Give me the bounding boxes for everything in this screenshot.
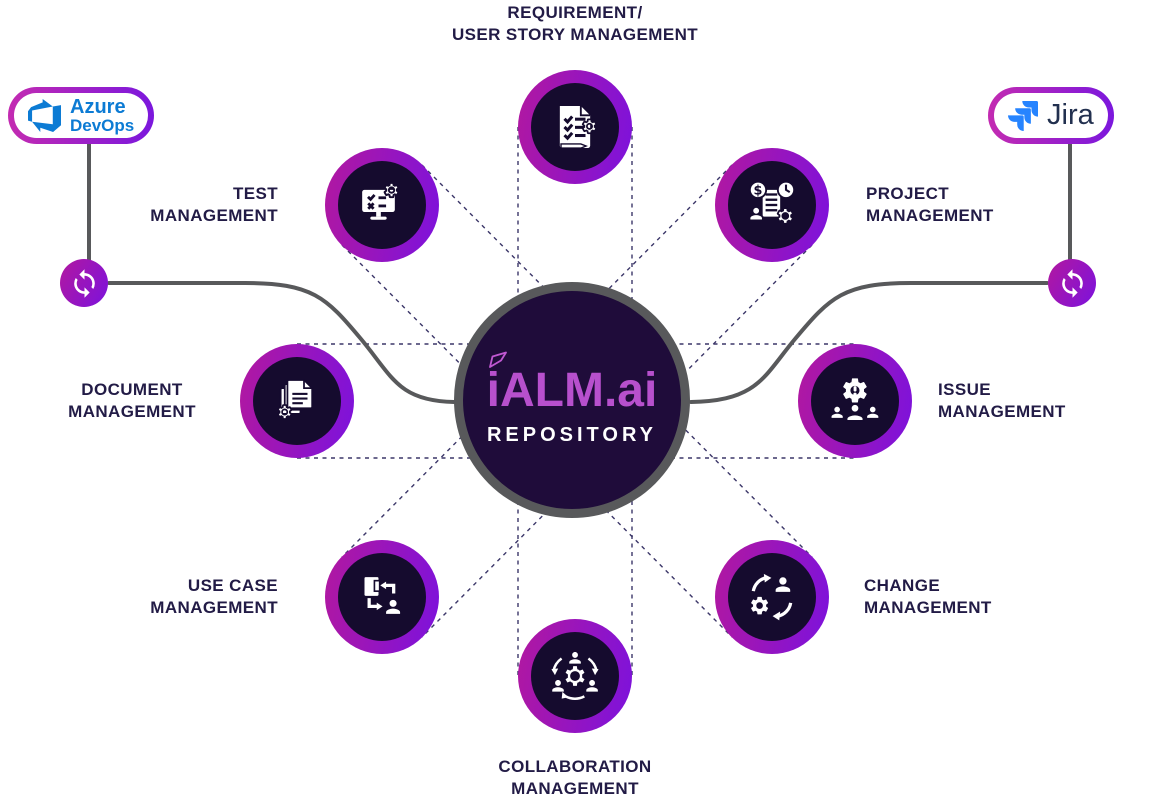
label-line: MANAGEMENT (68, 402, 196, 421)
alert-gear-team-icon (831, 378, 879, 422)
node-document-management (240, 344, 354, 458)
jira-badge: Jira (988, 87, 1114, 144)
label-document-management: DOCUMENT MANAGEMENT (22, 379, 242, 423)
azure-to-hub-curve (107, 281, 456, 404)
azure-devops-badge-inner: Azure DevOps (14, 93, 149, 138)
jira-wordmark: Jira (1047, 99, 1094, 131)
center-repository-hub: iALM.ai REPOSITORY (454, 282, 690, 518)
monitor-checks-gear-icon (362, 181, 400, 220)
label-line: MANAGEMENT (864, 598, 992, 617)
sync-arrows-icon (1061, 268, 1083, 298)
label-use-case-management: USE CASE MANAGEMENT (38, 575, 278, 619)
label-line: MANAGEMENT (866, 206, 994, 225)
integration-connectors (87, 142, 1072, 404)
label-line: MANAGEMENT (150, 206, 278, 225)
devops-word: DevOps (70, 116, 135, 136)
node-use-case-management (325, 540, 439, 654)
node-collaboration-management (518, 619, 632, 733)
jira-badge-inner: Jira (994, 93, 1108, 138)
dashed-link (341, 164, 733, 558)
label-line: DOCUMENT (81, 380, 183, 399)
logo-text: iALM.ai (486, 364, 658, 417)
svg-text:$: $ (754, 184, 763, 199)
label-line: REQUIREMENT/ (507, 3, 643, 22)
node-inner-circle (338, 161, 426, 249)
node-project-management: $ (715, 148, 829, 262)
person-gear-cycle-icon (751, 573, 793, 621)
label-test-management: TEST MANAGEMENT (38, 183, 278, 227)
azure-devops-logo (28, 99, 61, 132)
team-around-gear-icon (551, 652, 599, 701)
azure-devops-wordmark: Azure DevOps (70, 95, 135, 136)
node-issue-management (798, 344, 912, 458)
azure-word: Azure (70, 95, 126, 118)
jira-sync-badge (1048, 259, 1096, 307)
label-line: TEST (232, 184, 278, 203)
label-requirement-management: REQUIREMENT/ USER STORY MANAGEMENT (375, 2, 775, 46)
node-inner-circle (531, 632, 619, 720)
label-line: USE CASE (187, 576, 278, 595)
node-inner-circle (728, 553, 816, 641)
label-line: PROJECT (866, 184, 950, 203)
node-inner-circle (531, 83, 619, 171)
node-inner-circle (253, 357, 341, 445)
jira-to-hub-curve (689, 281, 1049, 404)
node-inner-circle (338, 553, 426, 641)
label-line: COLLABORATION (498, 757, 652, 776)
azure-devops-badge: Azure DevOps (8, 87, 155, 144)
dashed-link (341, 244, 733, 638)
label-issue-management: ISSUE MANAGEMENT (938, 379, 1158, 423)
artifact-actor-exchange-icon (364, 577, 401, 614)
label-line: CHANGE (864, 576, 941, 595)
node-requirement-management (518, 70, 632, 184)
label-project-management: PROJECT MANAGEMENT (866, 183, 1126, 227)
label-change-management: CHANGE MANAGEMENT (864, 575, 1104, 619)
azure-sync-badge (60, 259, 108, 307)
label-collaboration-management: COLLABORATION MANAGEMENT (415, 756, 735, 800)
dashed-link (421, 244, 813, 638)
label-line: USER STORY MANAGEMENT (451, 25, 699, 44)
jira-logo (1008, 100, 1038, 131)
ialm-logo: iALM.ai (486, 351, 658, 417)
label-line: MANAGEMENT (938, 402, 1066, 421)
flag-arrow-icon (488, 351, 507, 368)
label-line: MANAGEMENT (150, 598, 278, 617)
label-line: MANAGEMENT (511, 779, 639, 798)
label-line: ISSUE (938, 380, 992, 399)
repository-subtitle: REPOSITORY (486, 424, 658, 446)
budget-clock-person-gear-icon: $ (748, 180, 796, 225)
stacked-documents-seal-icon (277, 379, 314, 420)
dashed-link (421, 164, 813, 558)
node-change-management (715, 540, 829, 654)
sync-arrows-icon (73, 268, 95, 298)
node-test-management (325, 148, 439, 262)
node-inner-circle: $ (728, 161, 816, 249)
checklist-document-gear-icon (559, 106, 598, 149)
node-inner-circle (811, 357, 899, 445)
